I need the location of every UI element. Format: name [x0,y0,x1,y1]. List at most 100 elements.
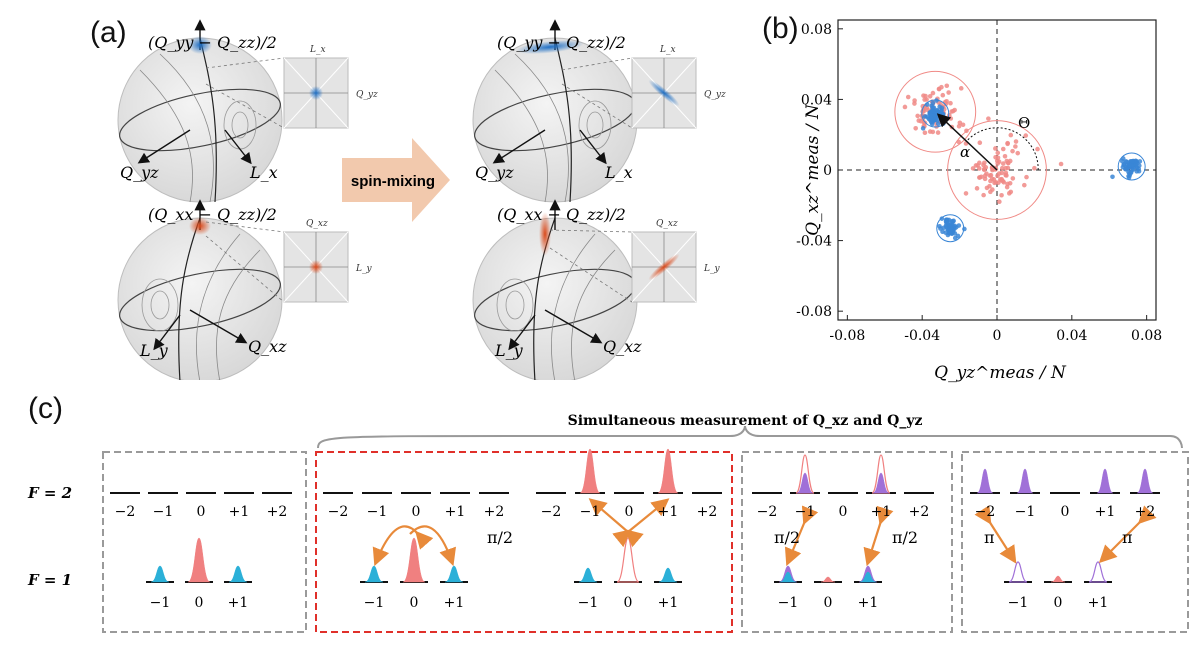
scatter-point [1005,160,1011,166]
scatter-point [912,98,917,103]
inset-top-right [631,57,697,129]
f1-level-label: +1 [858,595,879,611]
scatter-point [948,116,954,121]
scatter-point [920,103,926,109]
f2-level-label: −1 [153,504,174,520]
scatter-point [973,163,979,168]
y-tick-label: 0.08 [801,22,832,38]
scatter-point [1035,146,1040,152]
inset-top-left [283,57,349,129]
scatter-point [957,120,963,126]
y-axis-label: Q_xz^meas / N [803,103,823,236]
x-tick-label: 0.08 [1131,328,1162,344]
scatter-point [1032,165,1037,171]
theta-annotation: Θ [1018,114,1030,132]
svg-text:L_y: L_y [703,264,720,274]
scatter-point [950,219,956,224]
transition-arrow [1098,505,1157,564]
scatter-point [930,90,936,96]
scatter-point [963,191,969,196]
scatter-point [988,189,993,195]
f1-level-label: +1 [228,595,249,611]
f1-level-label: +1 [1088,595,1109,611]
x-tick-label: -0.08 [829,328,865,344]
f2-level-label: +1 [1095,504,1116,520]
axis-ly-br: L_y [494,341,524,360]
f2-level-label: +2 [697,504,718,520]
panel-label-a: (a) [90,16,127,49]
scatter-point [922,114,928,119]
population-peak [779,571,797,583]
svg-text:Q_yz: Q_yz [704,90,726,100]
panel-label-c: (c) [28,392,63,425]
scatter-point [1127,162,1132,168]
f1-level-label: −1 [364,595,385,611]
axis-label-top-left: (Q_yy − Q_zz)/2 [148,33,277,52]
scatter-point [922,97,927,102]
scatter-point [982,173,988,179]
f2-level-label: 0 [839,504,848,520]
scatter-point [981,192,986,198]
f2-level-label: +1 [658,504,679,520]
box-third [741,451,953,633]
scatter-point [1022,182,1027,188]
f2-level-label: +2 [267,504,288,520]
population-peak [578,567,598,583]
box-highlight [315,451,733,633]
sphere-top-left [117,19,283,203]
population-peak [1016,468,1034,494]
scatter-point [944,220,949,225]
scatter-point [1126,175,1132,180]
pulse-label: π [1122,528,1133,547]
scatter-point [1126,169,1131,175]
scatter-point [905,94,911,100]
f1-level-label: −1 [150,595,171,611]
f1-level-label: 0 [1054,595,1063,611]
panel-label-b: (b) [762,12,799,45]
svg-text:L_y: L_y [355,264,372,274]
measurement-brace [317,425,1183,449]
population-peak [795,454,815,494]
scatter-point [948,100,953,106]
scatter-point [936,86,942,92]
scatter-point [935,130,941,135]
pulse-label: π/2 [892,528,918,547]
axis-label-bottom-left: (Q_xx − Q_zz)/2 [148,205,277,224]
population-peak [364,565,384,583]
scatter-point [1110,174,1115,180]
scatter-point [1134,169,1140,174]
population-peak [402,537,426,583]
x-tick-label: 0.04 [1056,328,1087,344]
f2-level-label: −1 [1015,504,1036,520]
population-peak [859,571,877,583]
pulse-label: π/2 [774,528,800,547]
scatter-point [999,178,1004,183]
row-label-f1: F = 1 [27,571,72,589]
population-peak [657,448,679,494]
x-axis-label: Q_yz^meas / N [934,363,1067,383]
svg-text:Q_xz: Q_xz [306,219,328,229]
scatter-point [955,233,961,239]
scatter-point [1003,172,1008,178]
scatter-point [944,83,950,89]
transition-arrow [784,505,819,567]
box-initial [102,451,307,633]
scatter-point [1002,153,1008,159]
f2-level-label: 0 [412,504,421,520]
f1-level-label: +1 [658,595,679,611]
population-peak [976,468,994,494]
scatter-point [930,129,936,135]
scatter-point [1008,132,1014,138]
series-circle [947,120,1047,220]
scatter-point [981,162,986,168]
scatter-point [999,165,1005,171]
scatter-point [1124,159,1130,165]
population-peak [228,565,248,583]
scatter-point [1010,176,1016,181]
theta-arc [967,127,1039,171]
population-peak [871,454,891,494]
f2-level-label: −2 [328,504,349,520]
scatter-point [1008,189,1014,195]
f2-level-label: +1 [229,504,250,520]
x-tick-label: -0.04 [904,328,940,344]
